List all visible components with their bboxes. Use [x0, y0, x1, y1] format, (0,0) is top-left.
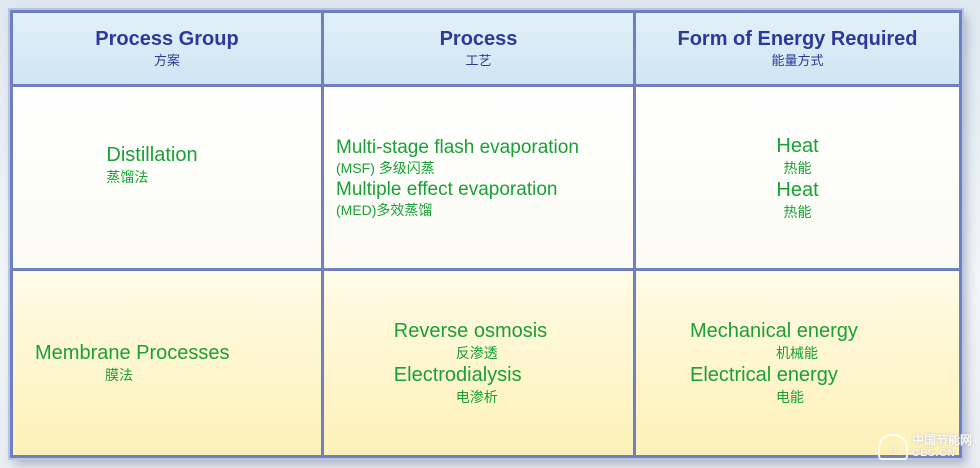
header-process: Process 工艺: [324, 13, 636, 87]
process-label-cn: 电渗析: [455, 389, 498, 405]
energy-label-cn: 电能: [776, 389, 804, 405]
cell-group-membrane: Membrane Processes 膜法: [13, 271, 324, 455]
cell-energy-membrane: Mechanical energy 机械能 Electrical energy …: [636, 271, 959, 455]
process-label-en: Electrodialysis: [393, 364, 522, 386]
energy-label-cn: 机械能: [776, 345, 818, 361]
process-label-en: Multi-stage flash evaporation: [336, 136, 579, 158]
watermark-cn: 中国节能网: [911, 433, 972, 447]
cell-process-membrane: Reverse osmosis 反渗透 Electrodialysis 电渗析: [324, 271, 636, 455]
energy-label-cn: 热能: [783, 203, 812, 220]
process-table: Process Group 方案 Process 工艺 Form of Ener…: [10, 10, 962, 458]
energy-label-en: Heat: [776, 134, 819, 157]
watermark: ⌂ 中国节能网 CES.CN: [877, 433, 972, 460]
energy-label-en: Electrical energy: [690, 364, 838, 386]
header-energy: Form of Energy Required 能量方式: [636, 13, 959, 87]
process-label-cn: (MED)多效蒸馏: [336, 201, 433, 218]
process-label-cn: 反渗透: [455, 345, 498, 361]
group-label-cn: 蒸馏法: [106, 168, 149, 185]
cell-group-distillation: Distillation 蒸馏法: [13, 87, 324, 271]
cell-process-distillation: Multi-stage flash evaporation (MSF) 多级闪蒸…: [324, 87, 636, 271]
energy-label-cn: 热能: [783, 159, 812, 176]
ces-logo-icon: ⌂: [877, 434, 908, 460]
cell-energy-distillation: Heat 热能 Heat 热能: [636, 87, 959, 271]
header-label-en: Process Group: [95, 28, 239, 50]
energy-label-en: Heat: [776, 178, 819, 201]
process-label-en: Reverse osmosis: [393, 320, 548, 342]
header-label-cn: 方案: [153, 53, 180, 68]
group-label-cn: 膜法: [105, 367, 133, 383]
header-label-en: Process: [439, 28, 518, 50]
watermark-en: CES.CN: [911, 448, 956, 459]
header-label-cn: 能量方式: [771, 53, 824, 68]
group-label-en: Membrane Processes: [35, 342, 230, 364]
header-process-group: Process Group 方案: [13, 13, 324, 87]
process-label-cn: (MSF) 多级闪蒸: [336, 159, 435, 176]
process-label-en: Multiple effect evaporation: [336, 178, 558, 200]
energy-label-en: Mechanical energy: [690, 320, 858, 342]
header-label-cn: 工艺: [465, 53, 492, 68]
group-label-en: Distillation: [106, 143, 198, 166]
header-label-en: Form of Energy Required: [677, 28, 918, 50]
